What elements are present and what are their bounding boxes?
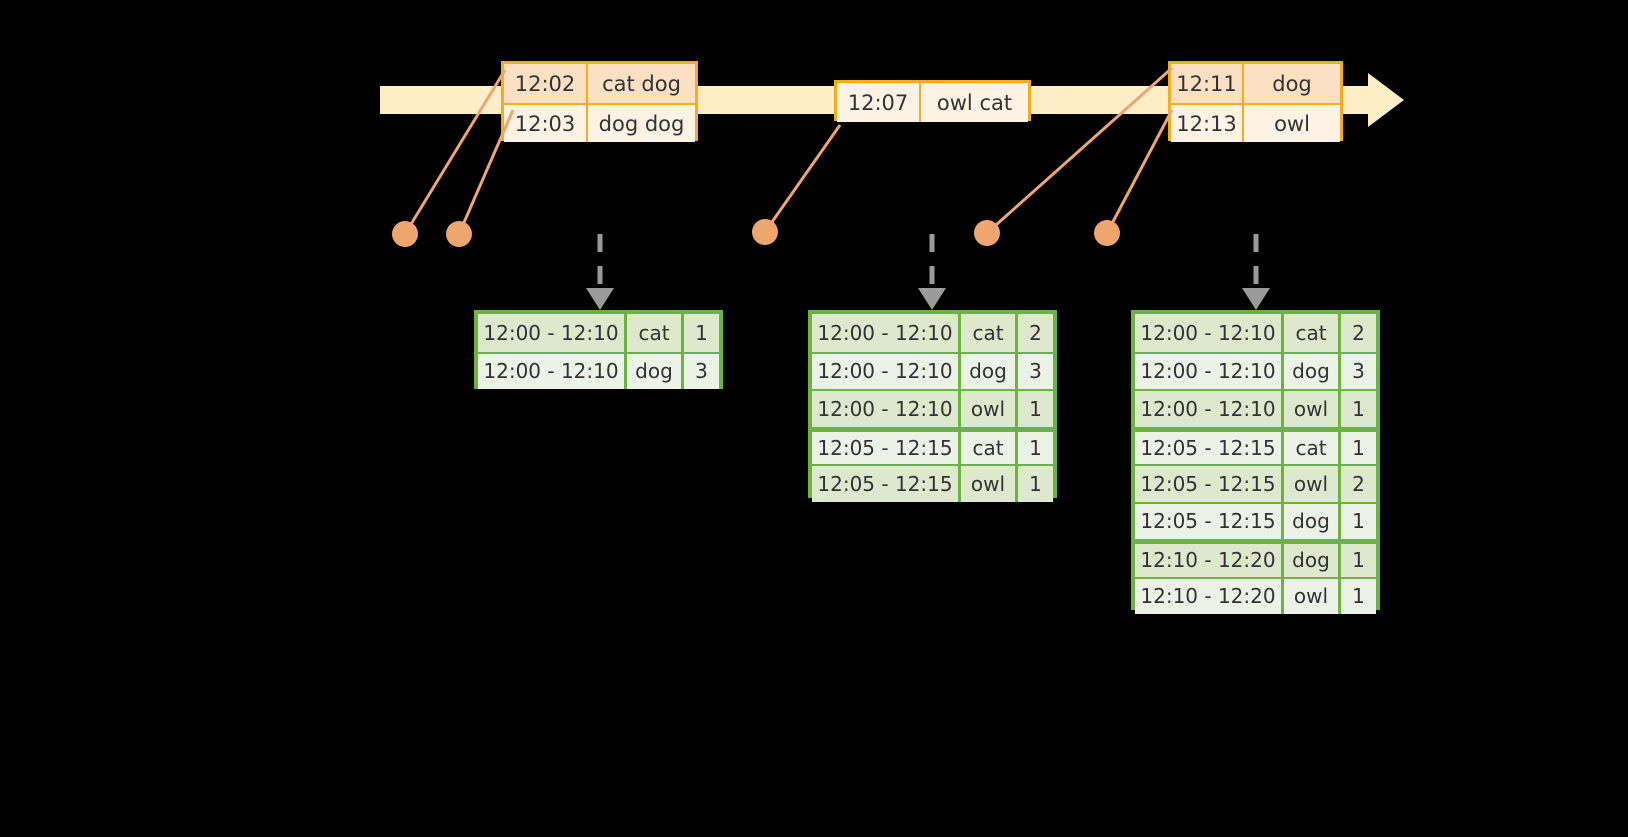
cell-key: owl — [1284, 578, 1341, 614]
cell-count: 1 — [1018, 431, 1053, 464]
cell-window: 12:10 - 12:20 — [1135, 544, 1284, 577]
cell-window: 12:00 - 12:10 — [812, 314, 961, 352]
cell-window: 12:00 - 12:10 — [1135, 391, 1284, 427]
cell-count: 2 — [1341, 314, 1376, 352]
connector-dot-2[interactable] — [446, 221, 472, 247]
cell-key: cat — [627, 314, 684, 352]
cell-count: 1 — [1341, 544, 1376, 577]
arrow-head-2 — [918, 288, 946, 310]
event-row: 12:13 owl — [1171, 103, 1340, 142]
event-row: 12:07 owl cat — [837, 83, 1028, 122]
cell-count: 1 — [1018, 466, 1053, 502]
cell-window: 12:05 - 12:15 — [1135, 431, 1284, 464]
cell-window: 12:00 - 12:10 — [478, 353, 627, 389]
cell-count: 3 — [1018, 353, 1053, 389]
cell-window: 12:00 - 12:10 — [812, 391, 961, 427]
event-row: 12:11 dog — [1171, 64, 1340, 103]
arrow-head-1 — [586, 288, 614, 310]
cell-window: 12:00 - 12:10 — [1135, 314, 1284, 352]
cell-window: 12:05 - 12:15 — [812, 466, 961, 502]
connector-line-5 — [1105, 109, 1174, 234]
event-time: 12:03 — [504, 105, 588, 142]
cell-key: cat — [961, 314, 1018, 352]
cell-key: cat — [961, 431, 1018, 464]
event-time: 12:07 — [837, 83, 921, 122]
cell-count: 1 — [1018, 391, 1053, 427]
cell-key: dog — [1284, 544, 1341, 577]
cell-key: cat — [1284, 314, 1341, 352]
cell-count: 1 — [684, 314, 719, 352]
event-time: 12:11 — [1171, 64, 1244, 103]
cell-window: 12:00 - 12:10 — [1135, 353, 1284, 389]
event-value: dog dog — [588, 105, 695, 142]
dashed-flow-arrows — [597, 234, 1259, 288]
arrow-head-3 — [1242, 288, 1270, 310]
connector-dot-1[interactable] — [392, 221, 418, 247]
cell-count: 1 — [1341, 431, 1376, 464]
cell-count: 3 — [1341, 353, 1376, 389]
cell-count: 2 — [1341, 466, 1376, 502]
event-value: owl — [1244, 105, 1340, 142]
cell-key: owl — [961, 391, 1018, 427]
connector-dot-3[interactable] — [752, 219, 778, 245]
event-box-2[interactable]: 12:07 owl cat — [834, 80, 1031, 122]
cell-count: 2 — [1018, 314, 1053, 352]
cell-key: dog — [1284, 353, 1341, 389]
event-time: 12:13 — [1171, 105, 1244, 142]
connector-dot-4[interactable] — [974, 220, 1000, 246]
cell-key: dog — [961, 353, 1018, 389]
cell-window: 12:05 - 12:15 — [1135, 503, 1284, 539]
cell-count: 1 — [1341, 503, 1376, 539]
cell-window: 12:00 - 12:10 — [812, 353, 961, 389]
cell-key: dog — [1284, 503, 1341, 539]
event-value: cat dog — [588, 64, 695, 103]
timeline-arrow-head — [1368, 73, 1404, 127]
cell-window: 12:05 - 12:15 — [812, 431, 961, 464]
cell-window: 12:10 - 12:20 — [1135, 578, 1284, 614]
cell-key: dog — [627, 353, 684, 389]
cell-count: 3 — [684, 353, 719, 389]
event-value: dog — [1244, 64, 1340, 103]
event-box-1[interactable]: 12:02 cat dog 12:03 dog dog — [501, 61, 698, 142]
connector-line-3 — [763, 124, 842, 233]
event-box-3[interactable]: 12:11 dog 12:13 owl — [1168, 61, 1343, 142]
dashed-arrow-heads — [586, 288, 1270, 310]
cell-window: 12:05 - 12:15 — [1135, 466, 1284, 502]
cell-key: owl — [1284, 466, 1341, 502]
cell-count: 1 — [1341, 578, 1376, 614]
connector-dot-5[interactable] — [1094, 220, 1120, 246]
event-row: 12:02 cat dog — [504, 64, 695, 103]
cell-count: 1 — [1341, 391, 1376, 427]
cell-key: owl — [961, 466, 1018, 502]
cell-key: cat — [1284, 431, 1341, 464]
cell-key: owl — [1284, 391, 1341, 427]
event-value: owl cat — [921, 83, 1028, 122]
event-row: 12:03 dog dog — [504, 103, 695, 142]
cell-window: 12:00 - 12:10 — [478, 314, 627, 352]
event-time: 12:02 — [504, 64, 588, 103]
